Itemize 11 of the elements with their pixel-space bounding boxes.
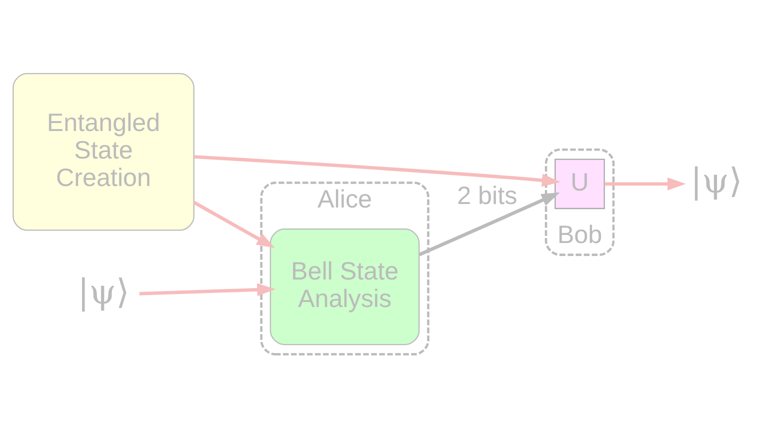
node-text: |ψ⟩ [78,272,130,312]
arrow [139,283,276,296]
node-text: |ψ⟩ [690,161,742,202]
arrow [193,200,275,248]
node-box: U [554,158,605,210]
arrow [604,178,686,190]
arrow [194,155,560,187]
node-box: Bell State Analysis [270,228,420,346]
node-box: Entangled State Creation [12,73,194,231]
arrow [418,192,560,256]
edge-label: 2 bits [457,182,518,210]
